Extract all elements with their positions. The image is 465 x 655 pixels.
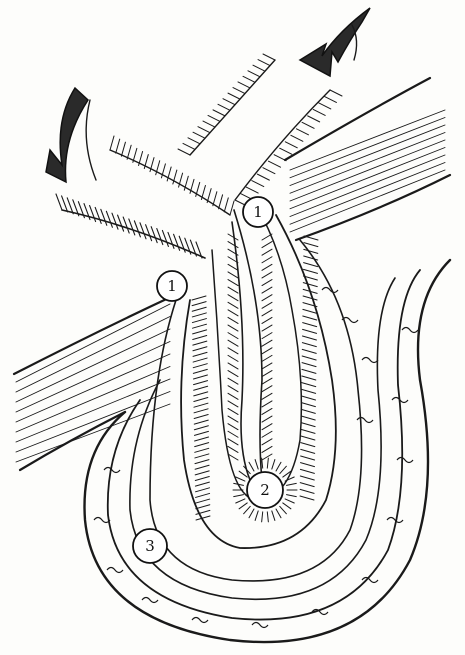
- upper-hair-tufts: [56, 54, 342, 258]
- marker-label: 2: [260, 481, 270, 499]
- marker-2: 2: [247, 472, 283, 508]
- marker-label: 1: [253, 203, 263, 221]
- marker-1-lower: 1: [157, 271, 187, 301]
- curved-arrow-right: [300, 8, 370, 76]
- marker-1-upper: 1: [243, 197, 273, 227]
- marker-3: 3: [133, 529, 167, 563]
- skin-layer-right: [285, 78, 450, 240]
- curved-arrow-left: [46, 88, 96, 182]
- marker-label: 1: [167, 277, 177, 295]
- outer-sheath: [85, 240, 451, 642]
- marker-label: 3: [145, 537, 155, 555]
